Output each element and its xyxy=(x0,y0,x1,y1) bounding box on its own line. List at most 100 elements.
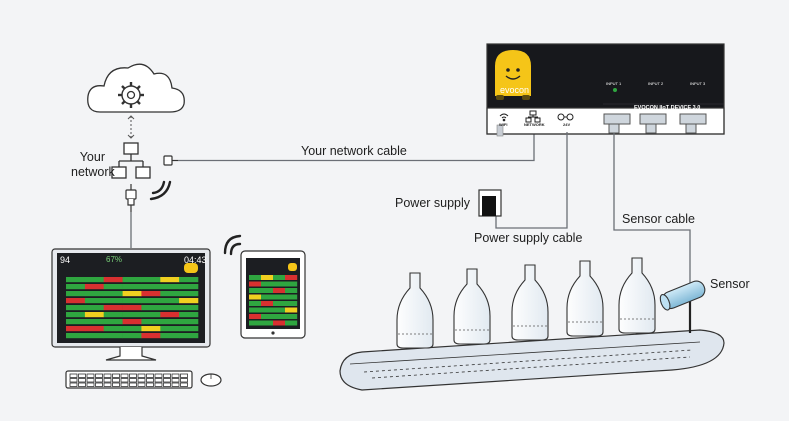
power-supply-cable xyxy=(495,132,568,229)
timeline-segment xyxy=(273,301,286,306)
key xyxy=(86,382,95,387)
timeline-segment xyxy=(103,284,123,290)
timeline-segment xyxy=(66,305,86,311)
timeline-segment xyxy=(249,307,262,313)
timeline-segment xyxy=(249,281,262,287)
timeline-segment xyxy=(285,301,298,306)
key xyxy=(86,373,95,378)
key xyxy=(137,382,146,387)
timeline-segment xyxy=(160,326,180,332)
timeline-segment xyxy=(249,320,262,326)
key xyxy=(163,378,171,383)
cloud-icon xyxy=(87,63,185,113)
bottle xyxy=(618,257,656,334)
timeline-segment xyxy=(103,319,123,325)
timeline-segment xyxy=(160,305,180,311)
timeline-segment xyxy=(122,291,142,297)
timeline-segment xyxy=(66,312,86,318)
your-network-label: Your network xyxy=(71,150,115,179)
key xyxy=(120,373,129,378)
timeline-segment xyxy=(285,275,298,280)
monitor-mascot xyxy=(184,263,198,273)
timeline-segment xyxy=(261,307,274,313)
device-brand-logo: evocon xyxy=(500,85,530,95)
key xyxy=(171,373,180,378)
timeline-segment xyxy=(179,298,199,304)
timeline-segment xyxy=(84,291,105,297)
timeline-segment xyxy=(261,294,274,300)
key xyxy=(69,382,78,387)
bottle xyxy=(566,260,604,337)
device-input-1: INPUT 1 xyxy=(606,81,622,86)
key xyxy=(95,382,103,387)
timeline-segment xyxy=(160,277,180,283)
key xyxy=(103,373,112,378)
network-cable-label: Your network cable xyxy=(301,144,407,158)
timeline-segment xyxy=(261,301,274,306)
timeline-segment xyxy=(249,294,262,300)
timeline-segment xyxy=(179,305,199,311)
device-port-wifi: WIFI xyxy=(499,122,508,127)
timeline-segment xyxy=(84,277,105,283)
key xyxy=(129,373,137,378)
key xyxy=(69,378,78,383)
timeline-segment xyxy=(249,275,262,280)
device-input-2: INPUT 2 xyxy=(648,81,664,86)
timeline-segment xyxy=(122,298,142,304)
iiot-device xyxy=(486,43,725,137)
timeline-segment xyxy=(273,314,286,319)
key xyxy=(120,378,129,383)
wifi-signal-icon-tablet xyxy=(223,234,242,256)
bottles xyxy=(396,257,656,349)
timeline-segment xyxy=(273,307,286,313)
key xyxy=(112,382,120,387)
key xyxy=(154,382,163,387)
timeline-segment xyxy=(84,326,105,332)
key xyxy=(180,382,188,387)
key xyxy=(154,378,163,383)
key xyxy=(154,373,163,378)
key xyxy=(69,373,78,378)
timeline-segment xyxy=(122,326,142,332)
timeline-segment xyxy=(84,298,105,304)
key xyxy=(163,373,171,378)
timeline-segment xyxy=(285,307,298,313)
timeline-segment xyxy=(285,281,298,287)
timeline-segment xyxy=(160,319,180,325)
key xyxy=(103,382,112,387)
timeline-segment xyxy=(103,298,123,304)
key xyxy=(137,378,146,383)
key xyxy=(137,373,146,378)
timeline-segment xyxy=(84,312,105,318)
sensor-cable xyxy=(613,133,691,287)
bottle xyxy=(396,272,434,349)
timeline-segment xyxy=(261,275,274,280)
timeline-segment xyxy=(141,291,161,297)
key xyxy=(129,378,137,383)
timeline-segment xyxy=(261,314,274,319)
timeline-segment xyxy=(273,275,286,280)
timeline-segment xyxy=(273,281,286,287)
key xyxy=(78,378,86,383)
timeline-segment xyxy=(141,277,161,283)
timeline-segment xyxy=(103,333,123,339)
key xyxy=(146,378,154,383)
timeline-segment xyxy=(66,319,86,325)
timeline-segment xyxy=(179,284,199,290)
key xyxy=(112,373,120,378)
sensor-cable-label: Sensor cable xyxy=(622,212,695,226)
bottle xyxy=(453,268,491,345)
timeline-segment xyxy=(249,314,262,319)
timeline-segment xyxy=(179,312,199,318)
timeline-segment xyxy=(141,305,161,311)
network-icon xyxy=(111,142,151,179)
power-supply-icon xyxy=(478,189,502,217)
timeline-segment xyxy=(160,298,180,304)
timeline-segment xyxy=(84,305,105,311)
timeline-segment xyxy=(141,326,161,332)
timeline-segment xyxy=(122,319,142,325)
device-port-network: NETWORK xyxy=(524,122,545,127)
timeline-segment xyxy=(285,294,298,300)
timeline-segment xyxy=(249,301,262,306)
bottle xyxy=(511,264,549,341)
